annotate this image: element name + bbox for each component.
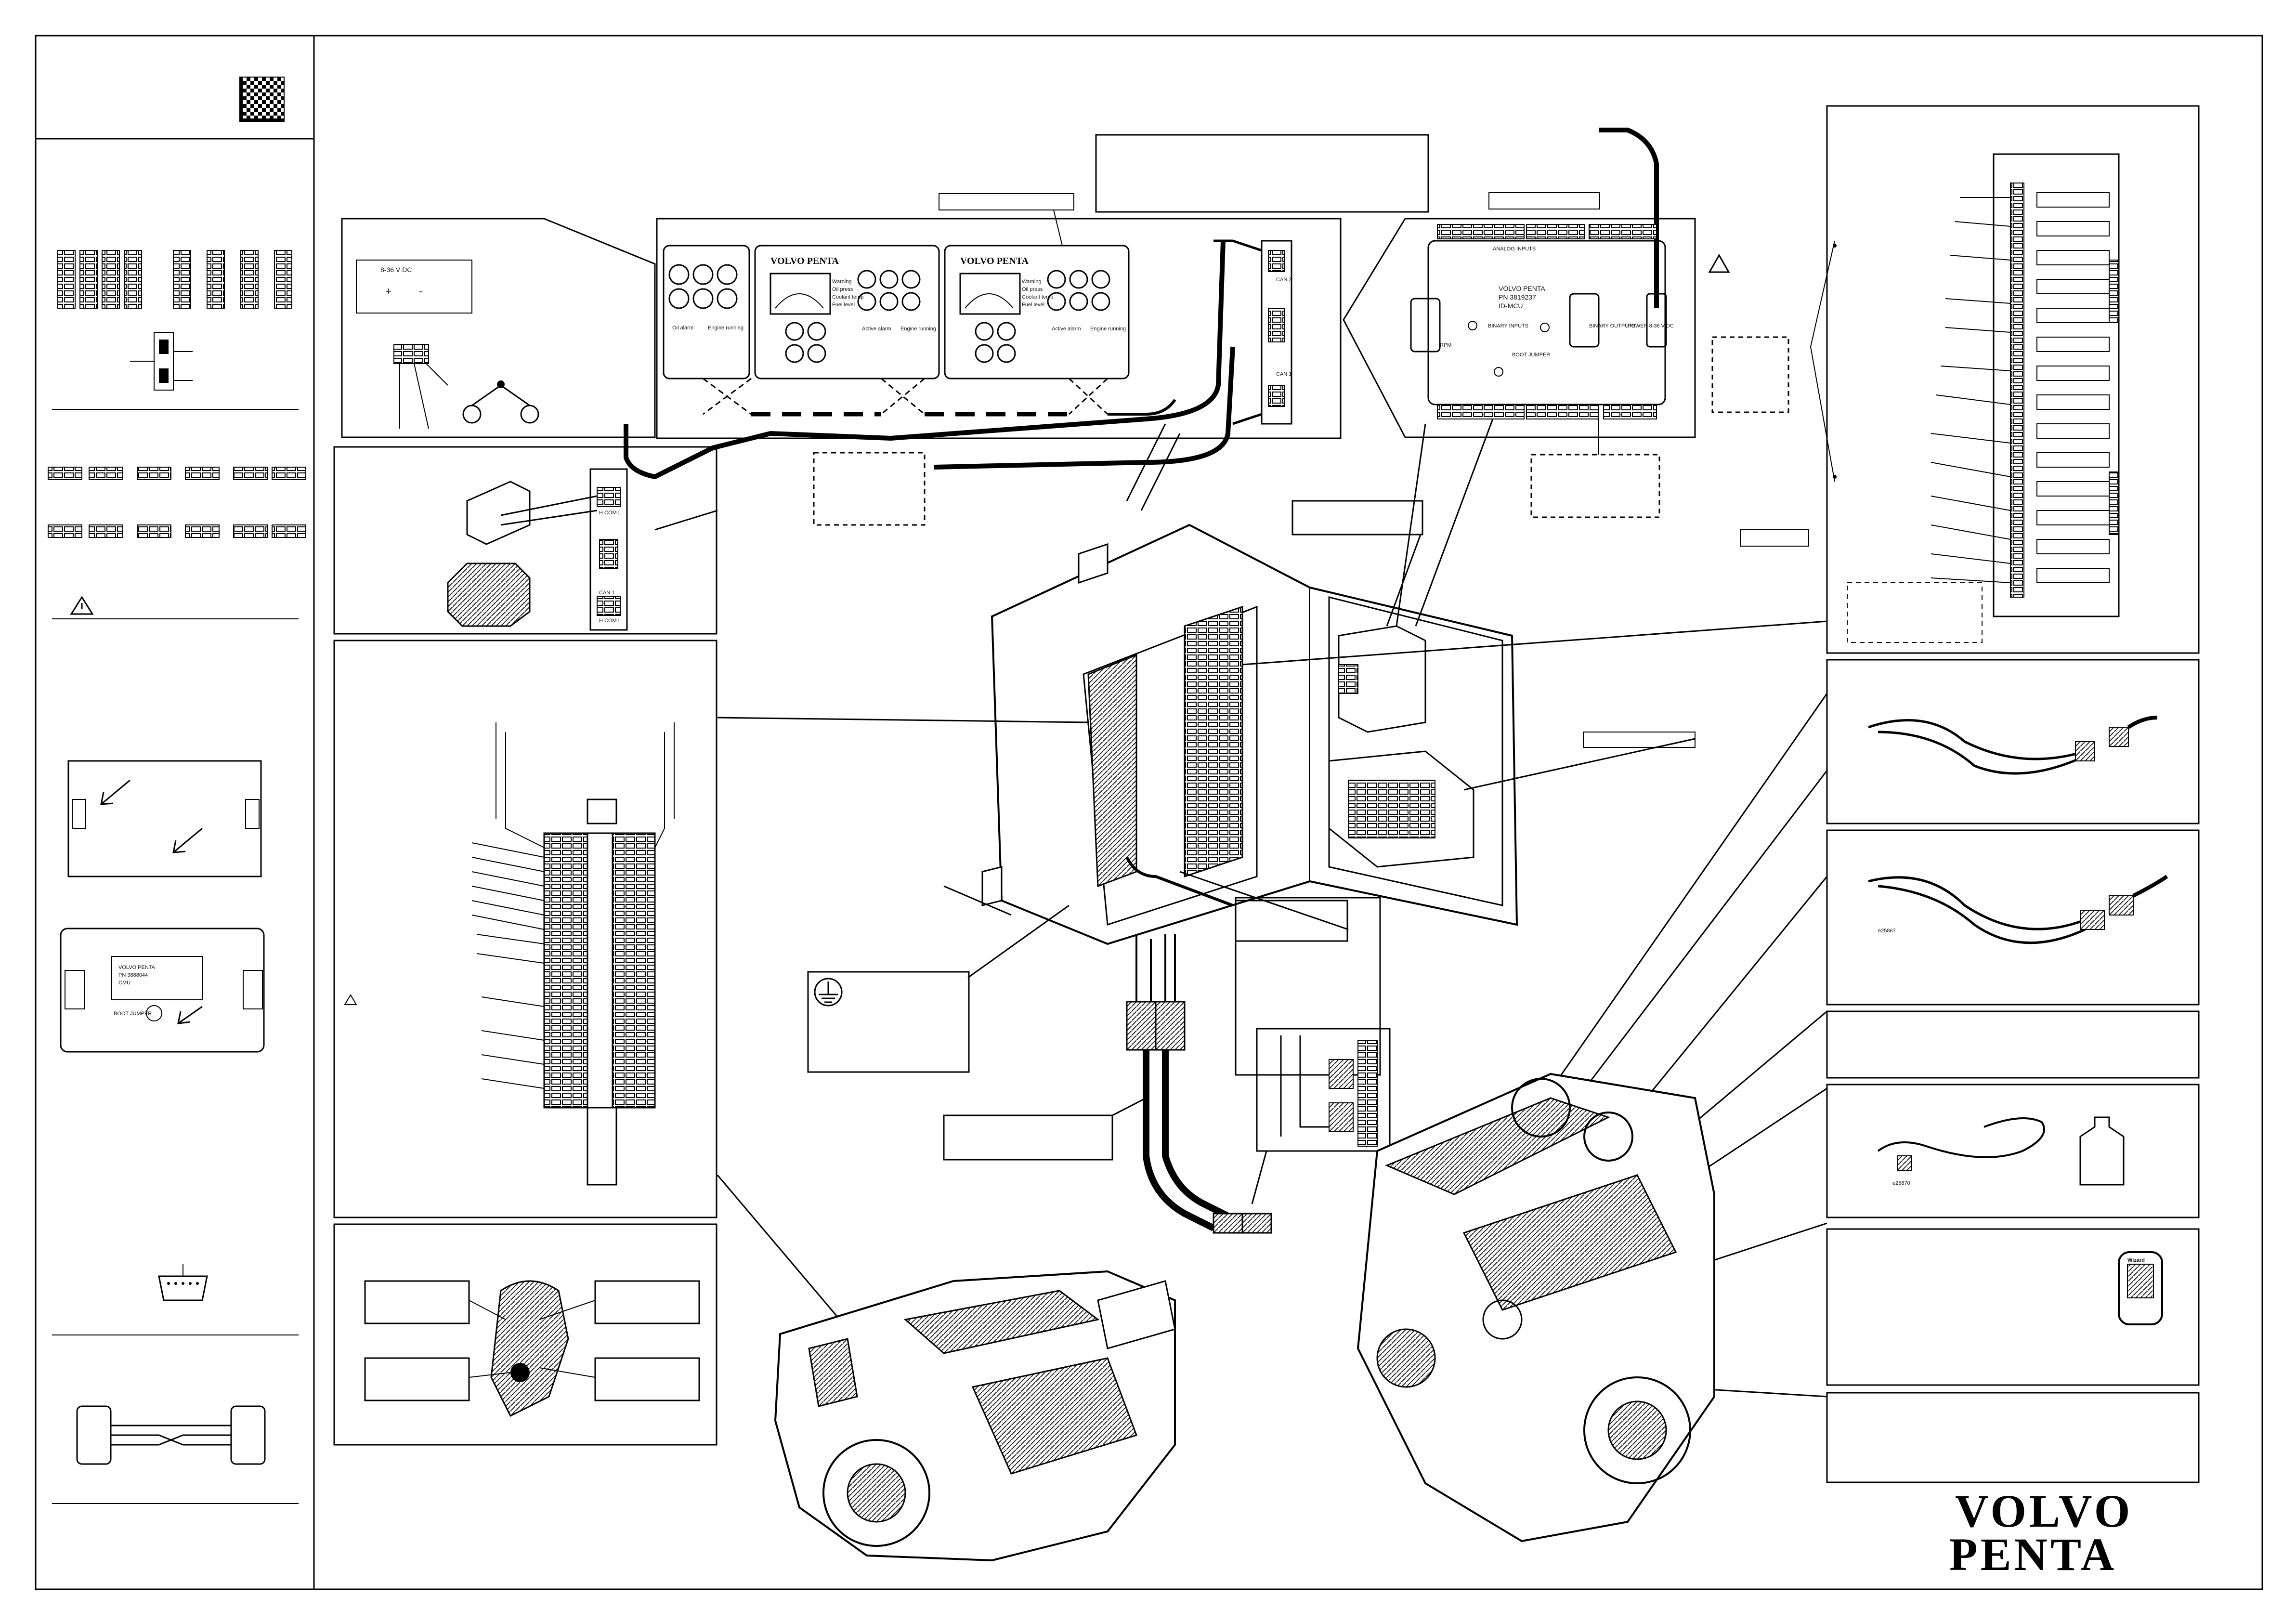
panel-2-line-2: Oil press	[1022, 287, 1043, 292]
panel-2-line-1: Warning	[1022, 279, 1042, 285]
callout-terminal	[1235, 900, 1348, 942]
callout-ground-box	[807, 971, 970, 1073]
terminal-strip-inset	[333, 640, 718, 1218]
main-harness	[624, 128, 1659, 511]
right-callouts: e25867 e25870 Wizard	[1826, 659, 2200, 1483]
callout-harness	[943, 1114, 1113, 1161]
wizard-tool-label: Wizard	[2127, 1257, 2145, 1263]
sheet-border	[35, 35, 2263, 1590]
controller-pn: PN 3819237	[1499, 293, 1536, 301]
panel-2-indicator-a: Active alarm	[1052, 326, 1081, 332]
engine-left	[774, 1270, 1176, 1562]
can-chain-label-2: CAN 1	[1276, 371, 1292, 377]
can-inset-can1: CAN 1	[599, 590, 614, 596]
panels-box	[656, 134, 1429, 439]
controller-section-binary-in: BINARY INPUTS	[1488, 323, 1528, 329]
controller-section-binary-out: BINARY OUTPUTS	[1589, 323, 1635, 329]
panel-display-2: VOLVO PENTA Warning Oil press Coolant te…	[944, 245, 1130, 379]
null-modem-cable	[76, 1405, 266, 1465]
power-plus-label: +	[385, 285, 391, 297]
can-chain-label-1: CAN 2	[1276, 277, 1292, 283]
cable-a-part-number: e25867	[1878, 928, 1896, 934]
small-board-pn: PN 3888044	[118, 972, 148, 978]
can-inset-line-1: H COM L	[599, 510, 621, 516]
panel-2-line-3: Coolant temp	[1022, 294, 1053, 300]
callout-controller	[1292, 500, 1423, 536]
data-matrix-code-icon	[239, 77, 285, 122]
panel-1-line-4: Fuel level	[832, 302, 855, 308]
controller-section-rpm: RPM	[1440, 342, 1451, 348]
starter-motor-inset	[333, 1223, 718, 1446]
panel-2-indicator-b: Engine running	[1090, 326, 1126, 332]
can-terminal-inset: H COM L CAN 1 H COM L	[333, 446, 718, 635]
callout-module	[1583, 732, 1696, 748]
enclosure-cabinet	[981, 523, 1518, 1234]
panel-1-line-2: Oil press	[832, 287, 853, 292]
controller-section-boot: BOOT JUMPER	[1512, 352, 1550, 358]
volvo-penta-logo: VOLVO PENTA	[1949, 1485, 2133, 1580]
db9-connector-icon	[158, 1264, 208, 1301]
panel-small-indicator-1: Oil alarm	[672, 325, 693, 331]
sidebar-board-back	[67, 760, 262, 877]
power-supply-inset: 8-36 V DC + -	[341, 218, 656, 438]
panel-1-indicator-b: Engine running	[900, 326, 936, 332]
controller-model: ID-MCU	[1499, 302, 1523, 310]
power-minus-label: -	[419, 285, 422, 297]
controller-box: ANALOG INPUTS BINARY INPUTS BINARY OUTPU…	[1343, 192, 1730, 438]
controller-brand: VOLVO PENTA	[1499, 285, 1545, 292]
panel-2-line-4: Fuel level	[1022, 302, 1044, 308]
logo-line-1: VOLVO	[1955, 1485, 2133, 1537]
cable-b-part-number: e25870	[1892, 1180, 1910, 1186]
controller-section-analog: ANALOG INPUTS	[1493, 246, 1536, 252]
small-board-brand: VOLVO PENTA	[118, 965, 156, 970]
sidebar-board-front: VOLVO PENTA PN 3888044 CMU BOOT JUMPER	[60, 928, 265, 1053]
can-inset-line-2: H COM L	[599, 618, 621, 624]
panel-display-1: VOLVO PENTA Warning Oil press Coolant te…	[754, 245, 940, 379]
sidebar-switch-group	[57, 250, 292, 391]
callout-ground	[1235, 897, 1381, 1076]
warning-triangle-icon	[344, 994, 357, 1005]
connector-inset	[1256, 1028, 1391, 1152]
logo-line-2: PENTA	[1949, 1529, 2117, 1580]
small-board-boot: BOOT JUMPER	[114, 1011, 152, 1017]
panel-1-indicator-a: Active alarm	[862, 326, 891, 332]
ground-symbol-icon	[814, 978, 843, 1007]
warning-triangle-icon	[70, 596, 94, 615]
sidebar-dip-rows	[48, 467, 306, 538]
panel-1-line-3: Coolant temp	[832, 294, 863, 300]
callout-dashed-2	[1530, 454, 1660, 518]
callout-dashed-1	[813, 452, 926, 526]
power-voltage-label: 8-36 V DC	[380, 266, 412, 274]
panel-small-indicator-2: Engine running	[708, 325, 744, 331]
warning-triangle-icon	[1708, 253, 1730, 273]
panel-small: Oil alarm Engine running	[663, 245, 750, 379]
panel-1-line-1: Warning	[832, 279, 852, 285]
small-board-model: CMU	[118, 980, 130, 986]
can-bus-chain: CAN 2 CAN 1	[703, 239, 1292, 425]
panel-brand-2: VOLVO PENTA	[960, 256, 1029, 266]
engine-right	[1357, 1073, 1715, 1543]
panel-brand-1: VOLVO PENTA	[770, 256, 839, 266]
relay-rack-panel	[1711, 105, 2200, 654]
wizard-tool-icon: Wizard	[2118, 1251, 2163, 1325]
controller-section-power: POWER 8-36 V DC	[1628, 323, 1674, 329]
